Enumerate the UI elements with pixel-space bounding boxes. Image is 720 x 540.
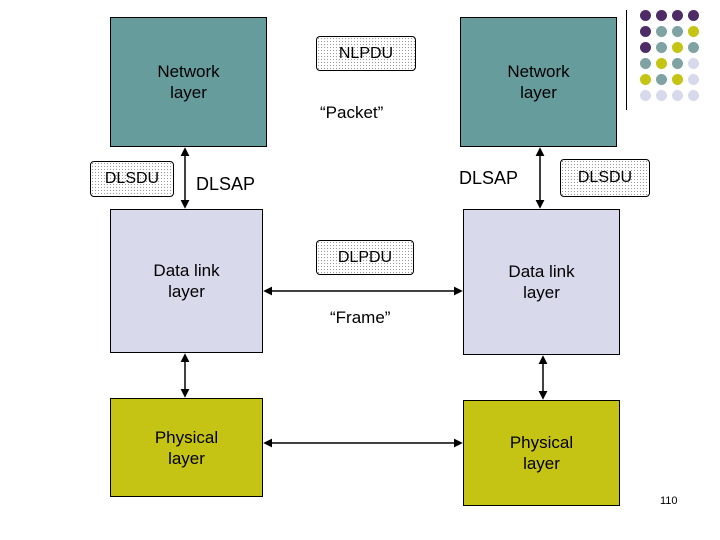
decor-dot bbox=[688, 42, 699, 53]
right-dlsap-label: DLSAP bbox=[459, 168, 519, 188]
decor-dot bbox=[672, 26, 683, 37]
decor-dot bbox=[656, 58, 667, 69]
dlpdu-box: DLPDU bbox=[316, 240, 414, 275]
right-data-link-layer-box: Data link layer bbox=[463, 209, 620, 355]
decor-dot bbox=[656, 26, 667, 37]
right-network-layer-box: Network layer bbox=[460, 17, 617, 147]
right-physical-layer-box: Physical layer bbox=[463, 400, 620, 506]
right-physical-layer-label: Physical layer bbox=[509, 433, 574, 473]
left-data-link-layer-label: Data link layer bbox=[153, 261, 220, 301]
decor-dot bbox=[672, 10, 683, 21]
decor-dot bbox=[688, 58, 699, 69]
decor-dot bbox=[672, 90, 683, 101]
left-network-layer-box: Network layer bbox=[110, 17, 267, 147]
right-dlsdu-label: DLSDU bbox=[577, 169, 633, 186]
nlpdu-label: NLPDU bbox=[338, 44, 394, 62]
decor-dot bbox=[688, 74, 699, 85]
left-physical-layer-box: Physical layer bbox=[110, 398, 263, 497]
decor-dot bbox=[688, 26, 699, 37]
page-number: 110 bbox=[660, 495, 678, 507]
left-dlsdu-label: DLSDU bbox=[104, 170, 160, 187]
decor-dot bbox=[672, 58, 683, 69]
right-dlsdu-box: DLSDU bbox=[560, 159, 650, 197]
decor-dot bbox=[640, 10, 651, 21]
decor-dot bbox=[640, 74, 651, 85]
decor-dot bbox=[656, 90, 667, 101]
decor-dot bbox=[656, 74, 667, 85]
decor-dot bbox=[656, 10, 667, 21]
right-network-layer-label: Network layer bbox=[507, 62, 570, 102]
decor-dot bbox=[640, 26, 651, 37]
left-dlsdu-box: DLSDU bbox=[90, 161, 174, 197]
decor-dot bbox=[640, 42, 651, 53]
decor-dot bbox=[640, 58, 651, 69]
packet-label: “Packet” bbox=[320, 103, 384, 122]
left-physical-layer-label: Physical layer bbox=[154, 427, 219, 468]
left-network-layer-label: Network layer bbox=[157, 62, 220, 102]
dlpdu-label: DLPDU bbox=[337, 248, 393, 266]
decor-dot bbox=[688, 90, 699, 101]
left-data-link-layer-box: Data link layer bbox=[110, 209, 263, 353]
decor-dot bbox=[672, 74, 683, 85]
decor-divider-line bbox=[626, 10, 627, 110]
left-dlsap-label: DLSAP bbox=[196, 174, 256, 194]
decor-dot bbox=[688, 10, 699, 21]
right-data-link-layer-label: Data link layer bbox=[508, 262, 575, 302]
frame-label: “Frame” bbox=[330, 308, 391, 327]
nlpdu-box: NLPDU bbox=[316, 36, 416, 71]
decor-dot bbox=[640, 90, 651, 101]
decor-dot bbox=[656, 42, 667, 53]
decor-dot bbox=[672, 42, 683, 53]
